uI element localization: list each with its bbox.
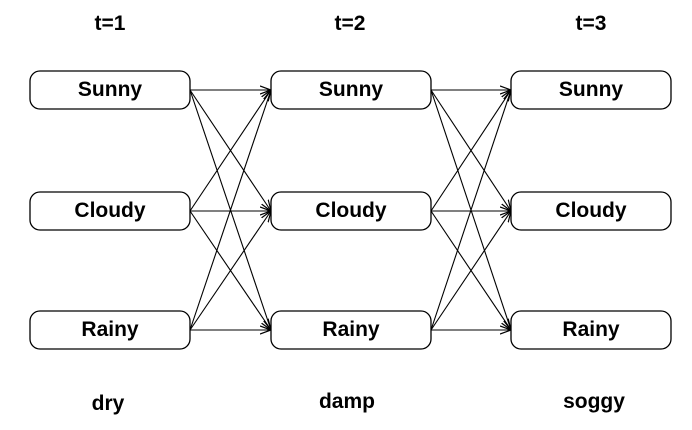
transition-arrow-rainy-t1-to-cloudy-t2 <box>189 211 271 331</box>
state-node-cloudy-t2 <box>270 191 432 231</box>
state-label-cloudy-t3: Cloudy <box>555 199 626 222</box>
transition-arrow-cloudy-t1-to-sunny-t2 <box>189 90 271 212</box>
transition-arrow-cloudy-t2-to-sunny-t3 <box>430 90 511 212</box>
state-node-sunny-t1 <box>29 70 191 110</box>
state-label-sunny-t3: Sunny <box>559 78 623 101</box>
state-node-rainy-t1 <box>29 310 191 350</box>
time-step-label-3: t=3 <box>576 12 607 35</box>
transition-arrow-rainy-t2-to-sunny-t3 <box>430 90 511 331</box>
state-column-t2: Sunny Cloudy Rainy <box>270 70 432 350</box>
state-node-cloudy-t1 <box>29 191 191 231</box>
state-column-t3: Sunny Cloudy Rainy <box>510 70 672 350</box>
state-node-sunny-t2 <box>270 70 432 110</box>
state-node-cloudy-t3 <box>510 191 672 231</box>
observation-label-t1: dry <box>92 392 125 415</box>
state-label-sunny-t2: Sunny <box>319 78 383 101</box>
state-label-rainy-t3: Rainy <box>562 318 620 341</box>
observation-label-t2: damp <box>319 390 375 413</box>
observation-labels: dry damp soggy <box>92 390 626 415</box>
observation-label-t3: soggy <box>563 390 625 413</box>
state-node-sunny-t3 <box>510 70 672 110</box>
state-node-rainy-t3 <box>510 310 672 350</box>
state-label-sunny-t1: Sunny <box>78 78 142 101</box>
transition-arrow-rainy-t1-to-sunny-t2 <box>189 90 271 331</box>
time-step-label-1: t=1 <box>95 12 126 35</box>
state-label-cloudy-t1: Cloudy <box>74 199 145 222</box>
time-step-headers: t=1 t=2 t=3 <box>95 12 607 35</box>
transition-arrows <box>189 90 511 331</box>
state-column-t1: Sunny Cloudy Rainy <box>29 70 191 350</box>
state-label-rainy-t1: Rainy <box>81 318 139 341</box>
state-node-rainy-t2 <box>270 310 432 350</box>
transition-arrow-rainy-t2-to-cloudy-t3 <box>430 211 511 331</box>
state-label-rainy-t2: Rainy <box>322 318 380 341</box>
state-label-cloudy-t2: Cloudy <box>315 199 386 222</box>
time-step-label-2: t=2 <box>335 12 366 35</box>
